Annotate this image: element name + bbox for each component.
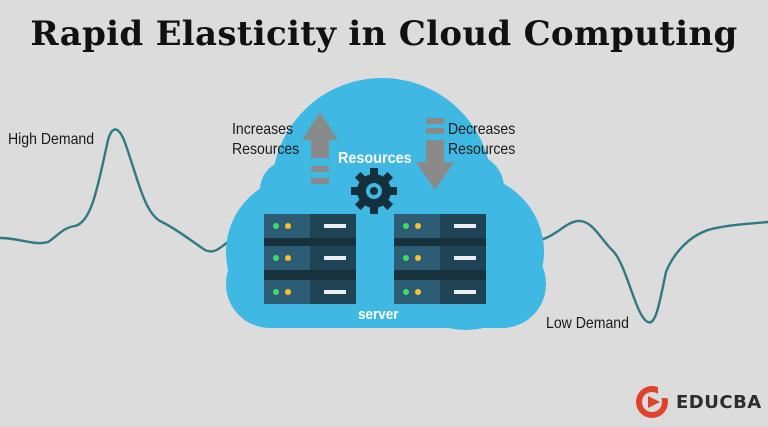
page-title: Rapid Elasticity in Cloud Computing xyxy=(30,14,738,54)
server-rack-icon xyxy=(394,214,486,304)
decreases-label-line1: Decreases xyxy=(448,121,516,138)
resources-label: Resources xyxy=(338,150,412,167)
server-unit xyxy=(394,246,486,270)
low-demand-label: Low Demand xyxy=(546,315,629,332)
educba-logo-icon xyxy=(636,386,670,418)
server-unit xyxy=(264,246,356,270)
server-unit xyxy=(394,280,486,304)
server-unit xyxy=(264,214,356,238)
server-rack-icon xyxy=(264,214,356,304)
server-label: server xyxy=(358,306,399,323)
brand-name: EDUCBA xyxy=(676,391,762,413)
gear-icon xyxy=(351,168,397,214)
server-unit xyxy=(264,280,356,304)
demand-wave xyxy=(0,128,768,324)
high-demand-label: High Demand xyxy=(8,131,95,148)
server-unit xyxy=(394,214,486,238)
decreases-label-line2: Resources xyxy=(448,141,516,158)
brand-logo: EDUCBA xyxy=(634,386,762,418)
down-arrow-icon xyxy=(416,118,454,190)
increases-label-line2: Resources xyxy=(232,141,300,158)
increases-label-line1: Increases xyxy=(232,121,294,138)
up-arrow-icon xyxy=(302,112,338,184)
